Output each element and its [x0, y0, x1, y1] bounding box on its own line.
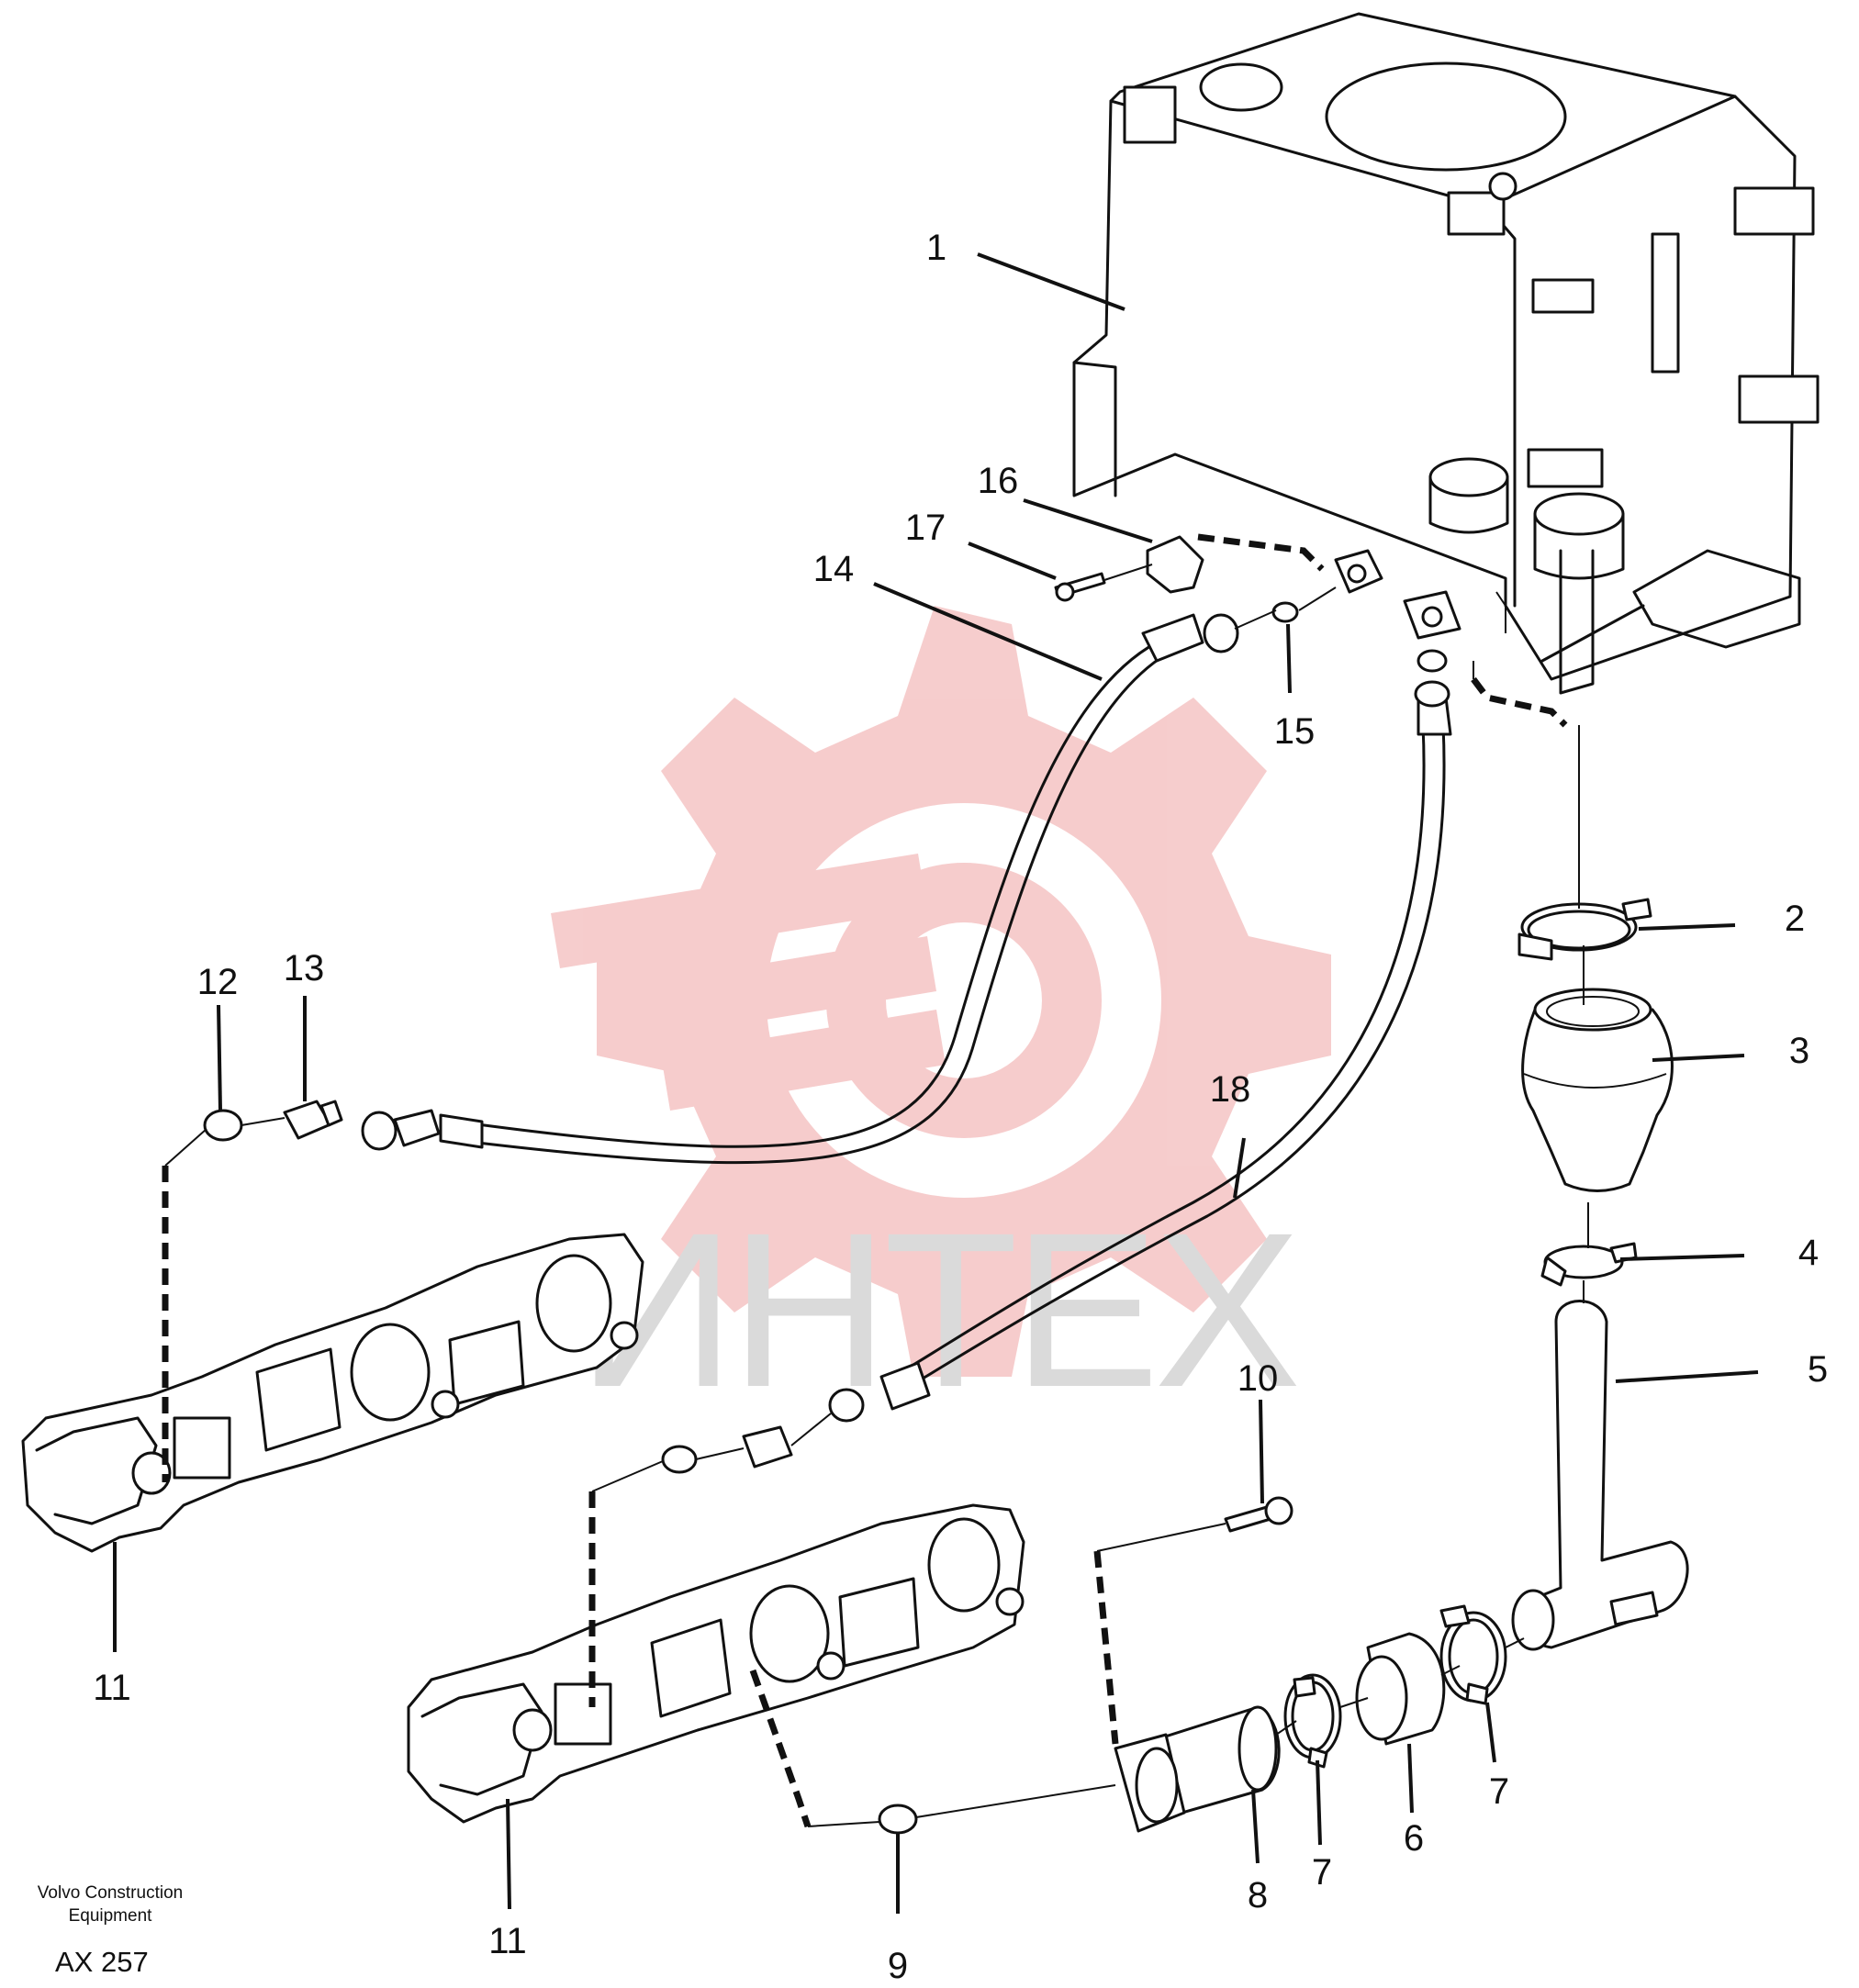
- callout-8: 8: [1248, 1875, 1268, 1915]
- callout-5: 5: [1808, 1349, 1828, 1390]
- figure-code: AX 257: [55, 1946, 149, 1978]
- callout-1: 1: [926, 228, 946, 268]
- hose-clamp-2: [1517, 898, 1652, 961]
- callout-11-upper: 11: [93, 1668, 131, 1708]
- callout-9: 9: [888, 1946, 908, 1986]
- callout-15: 15: [1274, 711, 1316, 752]
- clamp-7-left: [1283, 1673, 1342, 1769]
- callout-6: 6: [1404, 1818, 1424, 1859]
- callout-10: 10: [1237, 1358, 1279, 1399]
- publisher-caption: Volvo Construction Equipment: [0, 1882, 220, 1927]
- publisher-line-1: Volvo Construction: [37, 1883, 184, 1903]
- callout-3: 3: [1789, 1031, 1809, 1071]
- callout-12: 12: [197, 962, 239, 1002]
- leader-lines: [113, 252, 1759, 1914]
- flange-right: [1403, 590, 1461, 640]
- callout-2: 2: [1785, 899, 1805, 939]
- nipple-13: [283, 1100, 343, 1140]
- callout-16: 16: [978, 461, 1019, 501]
- oring-12: [203, 1109, 243, 1142]
- publisher-line-2: Equipment: [68, 1906, 152, 1926]
- pipe-8: [1114, 1705, 1281, 1833]
- pump-11-upper: [21, 1233, 644, 1553]
- watermark-text: ИНТЕХ: [577, 1187, 1298, 1433]
- callout-4: 4: [1798, 1233, 1819, 1273]
- bolt-10: [1224, 1496, 1293, 1533]
- callout-18: 18: [1210, 1069, 1251, 1110]
- watermark-speed-lines: [551, 854, 946, 1111]
- clamp-16: [1146, 535, 1204, 594]
- connection-lines: [162, 533, 1589, 1828]
- hose-14-end-fitting: [361, 1109, 484, 1151]
- watermark: ИНТЕХ: [551, 606, 1331, 1433]
- callout-14: 14: [813, 549, 855, 589]
- oring-9: [878, 1804, 918, 1835]
- clamp-7-right: [1439, 1604, 1507, 1705]
- callout-13: 13: [284, 948, 325, 988]
- callout-11-lower: 11: [488, 1921, 527, 1961]
- hose-clamp-4: [1540, 1242, 1638, 1287]
- ring-under-flange: [1417, 649, 1448, 673]
- callout-labels: 1 2 3 4 5 6 7 7 8 9 10 11 11 12 13 14 15…: [93, 228, 1828, 1986]
- callout-7-right: 7: [1489, 1771, 1509, 1812]
- callout-7-left: 7: [1312, 1852, 1332, 1893]
- pump-11-lower: [407, 1503, 1025, 1824]
- rubber-hose-3: [1521, 988, 1674, 1192]
- hose-18: [828, 680, 1452, 1423]
- flange-upper: [1334, 549, 1383, 594]
- screw-17: [1054, 572, 1106, 602]
- callout-17: 17: [905, 508, 946, 548]
- hose-14: [476, 613, 1239, 1165]
- oring-lower: [661, 1445, 698, 1474]
- pipe-5: [1511, 1300, 1689, 1651]
- gasket-15: [1271, 601, 1299, 623]
- sleeve-6: [1355, 1632, 1446, 1746]
- hydraulic-tank: [1072, 12, 1820, 695]
- nipple-lower: [742, 1425, 793, 1469]
